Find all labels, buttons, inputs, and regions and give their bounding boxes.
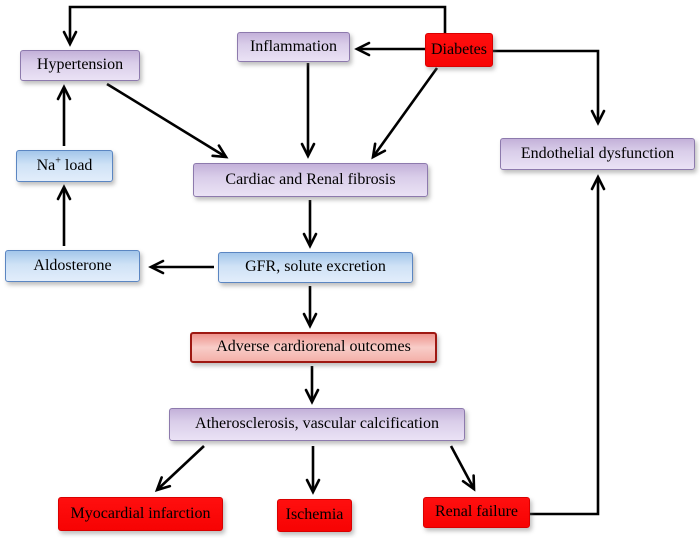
na-load-label: Na+ load — [36, 155, 93, 174]
node-diabetes: Diabetes — [425, 33, 493, 67]
edge-renal-failure-to-endothelial-dysfunction — [530, 174, 606, 516]
edge-diabetes-to-hypertension — [62, 5, 447, 47]
edge-diabetes-to-cardiac-renal-fibrosis — [371, 67, 439, 160]
edge-atherosclerosis-to-myocardial-infarction — [154, 445, 205, 492]
edge-diabetes-to-endothelial-dysfunction — [493, 49, 606, 126]
node-ischemia: Ischemia — [277, 499, 352, 532]
edge-hypertension-to-cardiac-renal-fibrosis — [106, 82, 229, 159]
edge-atherosclerosis-to-renal-failure — [449, 445, 476, 492]
node-aldosterone: Aldosterone — [5, 250, 140, 282]
node-hypertension: Hypertension — [20, 50, 140, 81]
node-inflammation: Inflammation — [237, 32, 350, 62]
node-na-load: Na+ load — [16, 150, 113, 182]
node-atherosclerosis-vascular-calcification: Atherosclerosis, vascular calcification — [169, 408, 465, 441]
node-myocardial-infarction: Myocardial infarction — [58, 497, 223, 531]
node-adverse-cardiorenal-outcomes: Adverse cardiorenal outcomes — [190, 332, 437, 363]
node-gfr-solute-excretion: GFR, solute excretion — [218, 252, 413, 283]
node-cardiac-renal-fibrosis: Cardiac and Renal fibrosis — [193, 163, 428, 197]
node-endothelial-dysfunction: Endothelial dysfunction — [500, 138, 695, 170]
node-renal-failure: Renal failure — [423, 497, 530, 528]
